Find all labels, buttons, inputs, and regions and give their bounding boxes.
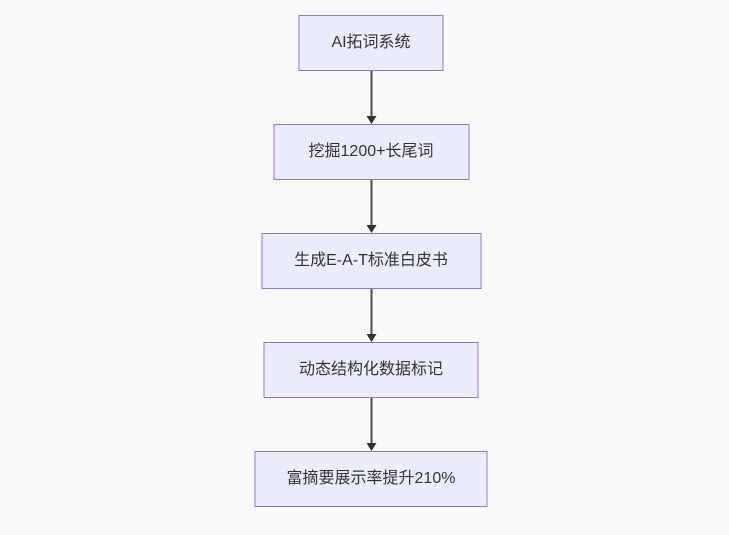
flow-node-label: 生成E-A-T标准白皮书 xyxy=(294,252,448,269)
flow-node-ai-word-expansion: AI拓词系统 xyxy=(298,15,444,71)
flow-node-label: 动态结构化数据标记 xyxy=(298,361,443,378)
flowchart-column: AI拓词系统 挖掘1200+长尾词 生成E-A-T标准白皮书 动态结构化数据标记 xyxy=(254,15,488,507)
arrowhead-down-icon xyxy=(366,443,376,451)
flow-node-label: 富摘要展示率提升210% xyxy=(286,470,456,487)
flow-node-label: AI拓词系统 xyxy=(331,34,411,51)
arrow-line xyxy=(370,71,372,116)
flow-node-eat-whitepaper: 生成E-A-T标准白皮书 xyxy=(261,233,481,289)
flow-arrow-2 xyxy=(366,180,376,233)
arrowhead-down-icon xyxy=(366,225,376,233)
arrow-line xyxy=(370,398,372,443)
flow-arrow-1 xyxy=(366,71,376,124)
flow-node-structured-data-markup: 动态结构化数据标记 xyxy=(263,342,479,398)
arrow-line xyxy=(370,180,372,225)
arrow-line xyxy=(370,289,372,334)
flow-node-rich-snippet-uplift: 富摘要展示率提升210% xyxy=(254,451,488,507)
flow-arrow-4 xyxy=(366,398,376,451)
flow-arrow-3 xyxy=(366,289,376,342)
flow-node-longtail-mining: 挖掘1200+长尾词 xyxy=(273,124,469,180)
flow-node-label: 挖掘1200+长尾词 xyxy=(308,143,434,160)
arrowhead-down-icon xyxy=(366,334,376,342)
arrowhead-down-icon xyxy=(366,116,376,124)
